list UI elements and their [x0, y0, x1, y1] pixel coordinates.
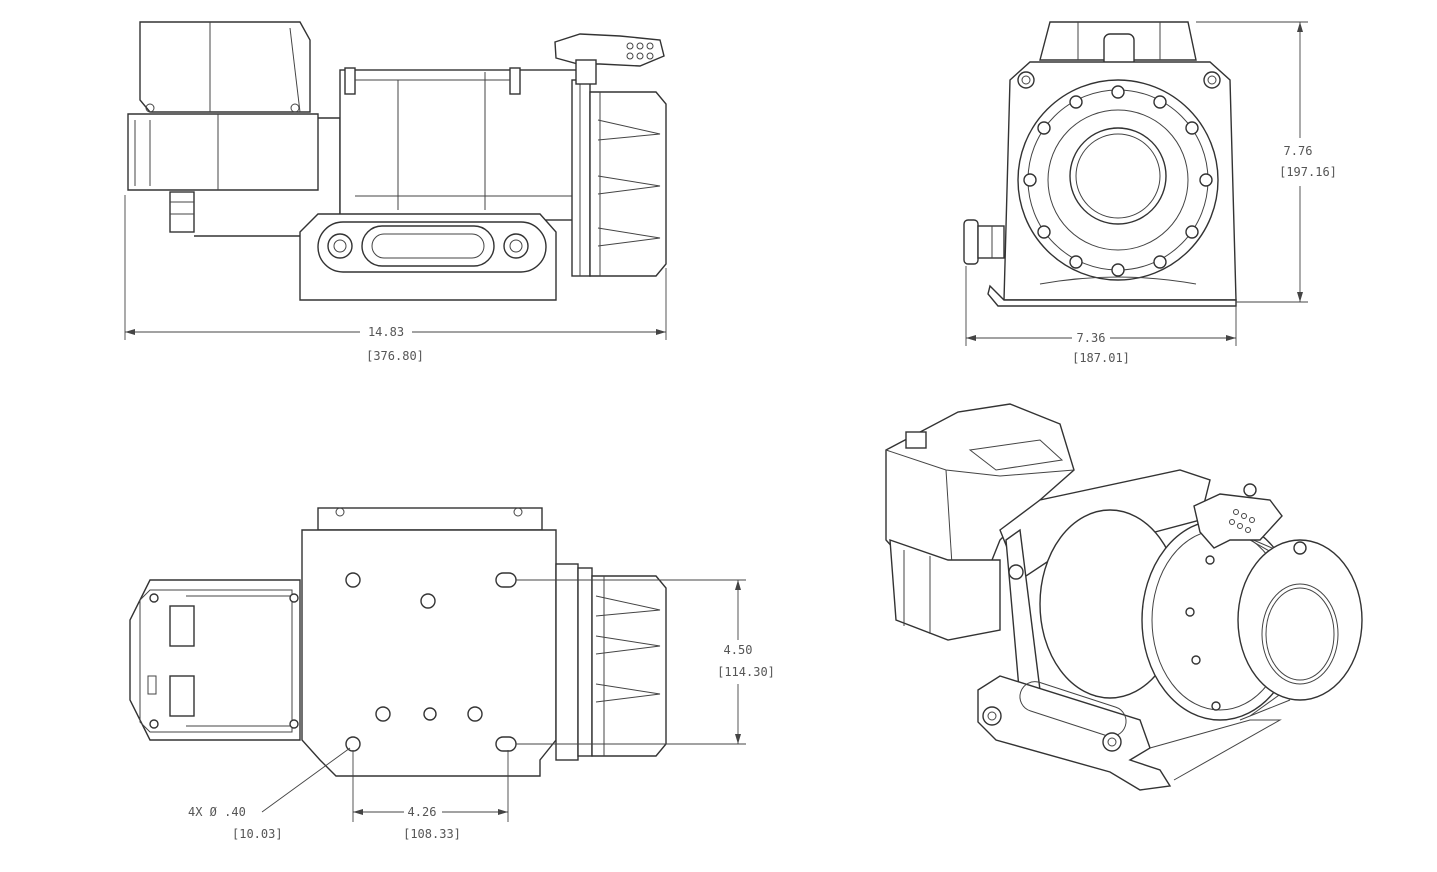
- mount-holes: [345, 572, 517, 752]
- height-dimension: 7.76: [1284, 144, 1313, 158]
- front-view: 7.36 [187.01] 7.76 [197.16]: [963, 21, 1337, 365]
- hole-diameter-metric: [10.03]: [232, 827, 283, 841]
- hole-spacing-horizontal-metric: [108.33]: [403, 827, 461, 841]
- width-dimension: 7.36: [1077, 331, 1106, 345]
- iso-gearbox-bolts: [1185, 555, 1221, 711]
- length-dimension: 14.83: [368, 325, 404, 339]
- side-view: 14.83 [376.80]: [124, 21, 667, 363]
- hole-diameter-callout: 4X Ø .40: [188, 805, 246, 819]
- bottom-view: 4.50 [114.30] 4.26 [108.33] 4X Ø .40 [10…: [129, 507, 775, 841]
- hole-spacing-vertical: 4.50: [724, 643, 753, 657]
- isometric-view: [885, 403, 1363, 791]
- height-dimension-metric: [197.16]: [1279, 165, 1337, 179]
- length-dimension-metric: [376.80]: [366, 349, 424, 363]
- hole-spacing-horizontal: 4.26: [408, 805, 437, 819]
- hole-spacing-vertical-metric: [114.30]: [717, 665, 775, 679]
- width-dimension-metric: [187.01]: [1072, 351, 1130, 365]
- gearbox-bolts: [1023, 85, 1213, 277]
